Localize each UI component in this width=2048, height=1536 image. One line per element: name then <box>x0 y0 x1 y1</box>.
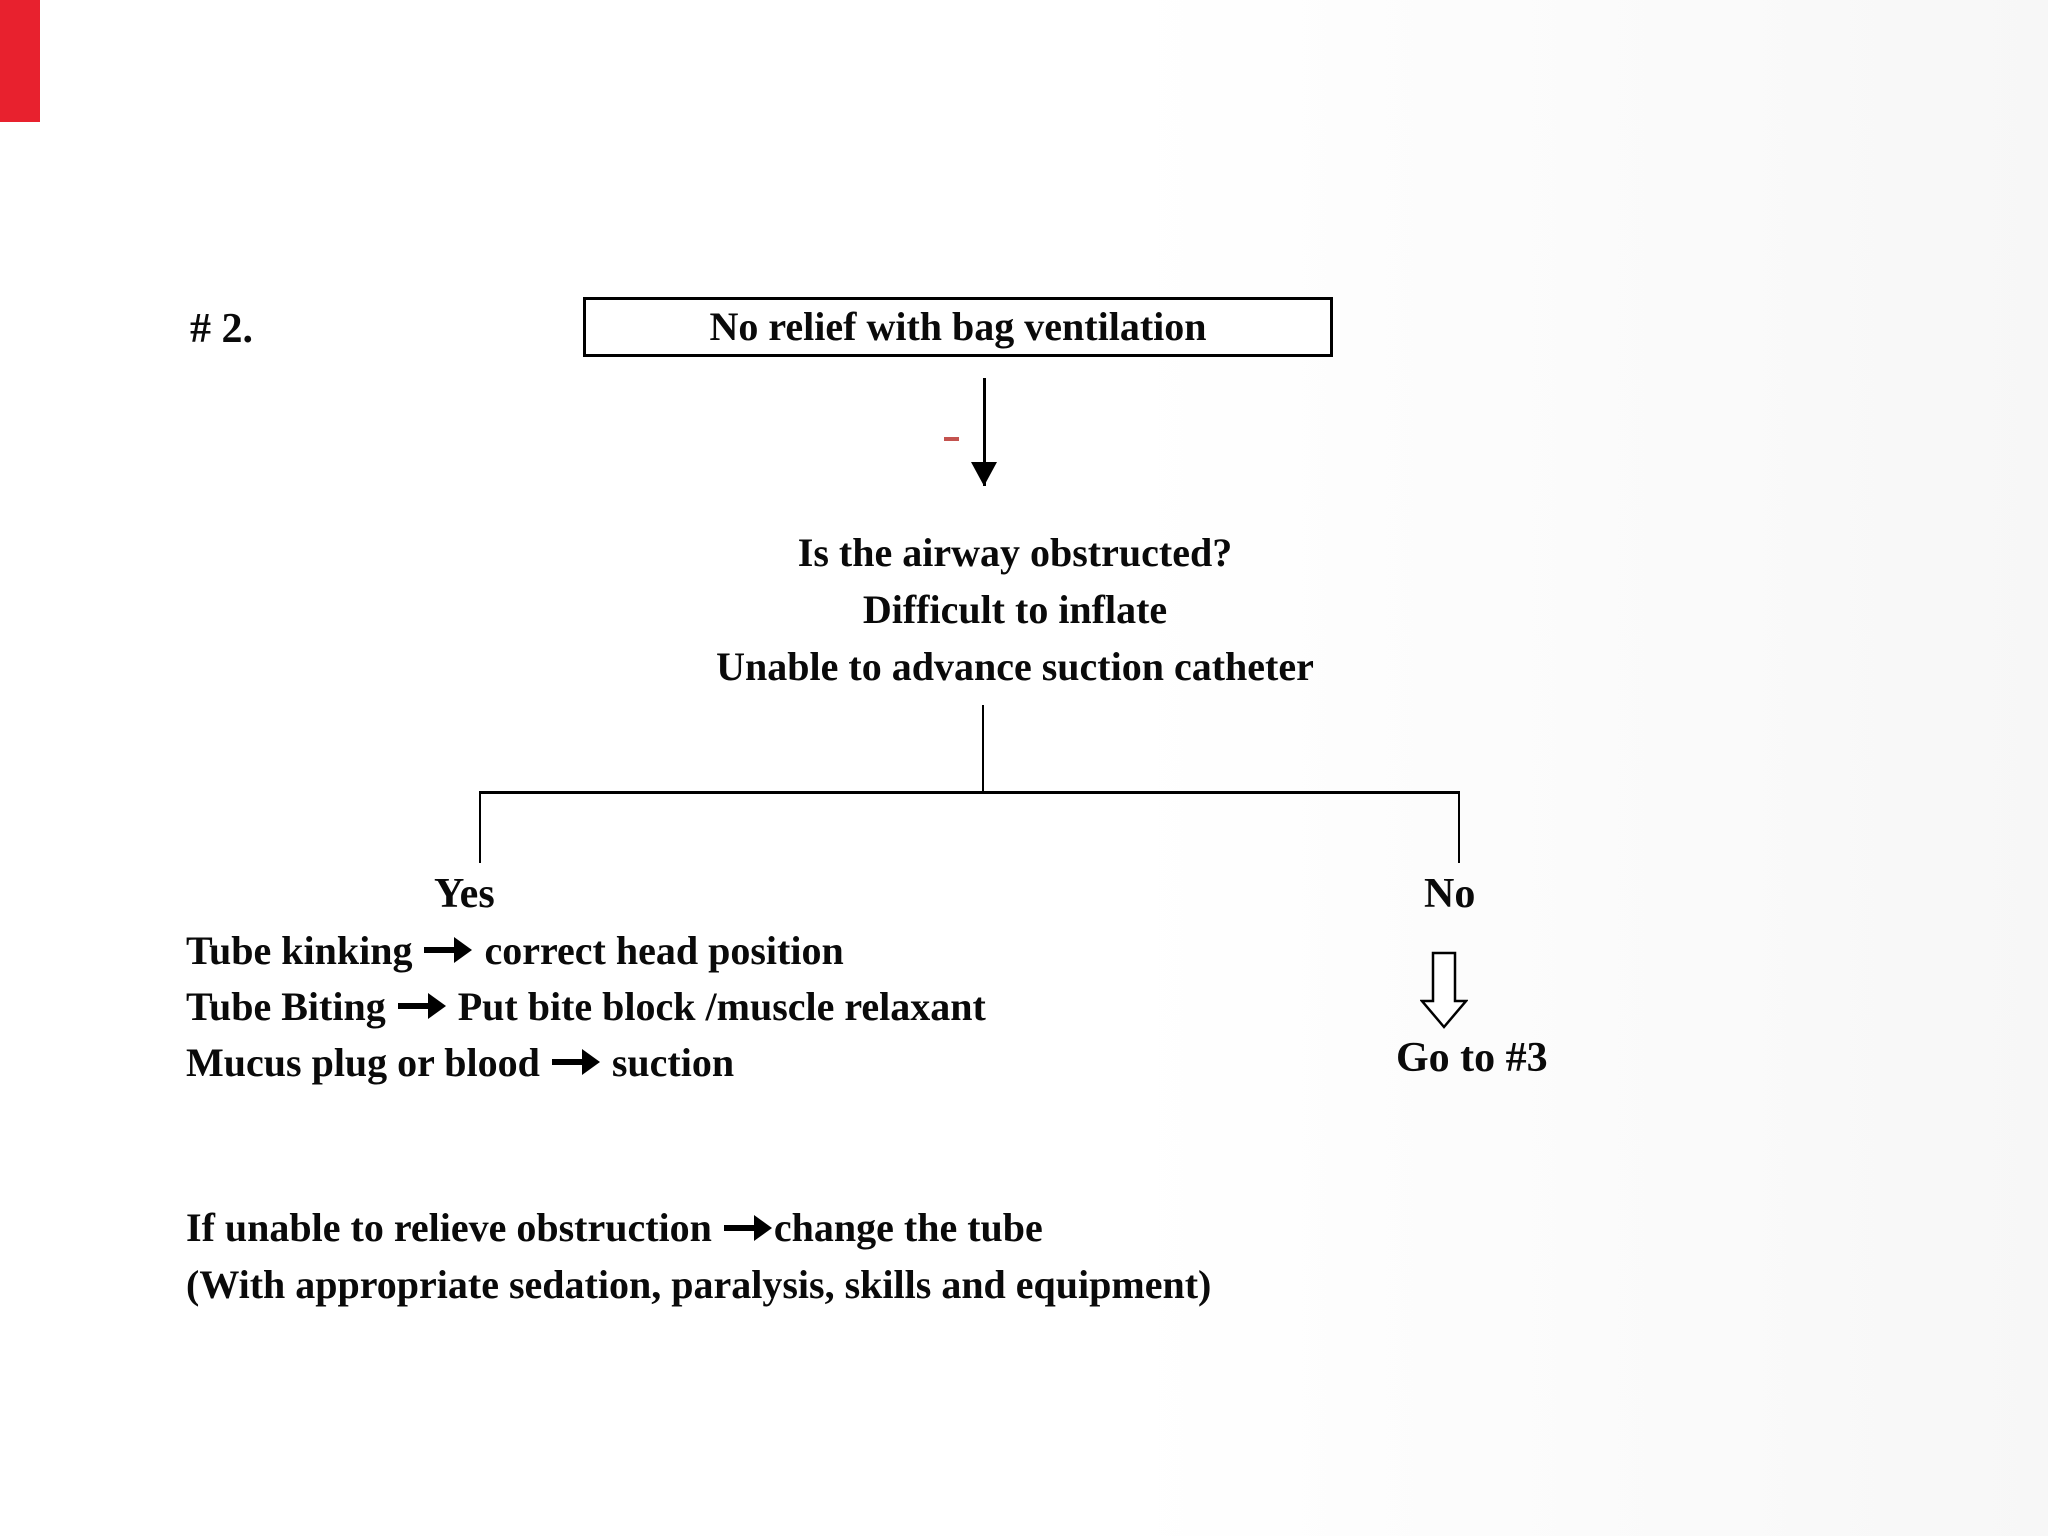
yes-item: Mucus plug or blood suction <box>186 1034 986 1090</box>
down-arrow-icon <box>971 378 999 510</box>
yes-item-cause: Tube kinking <box>186 927 413 973</box>
yes-item: Tube kinking correct head position <box>186 922 986 978</box>
question-line-3: Unable to advance suction catheter <box>716 644 1314 689</box>
no-label: No <box>1424 871 1476 917</box>
hollow-down-arrow-icon <box>1420 951 1468 1029</box>
question-line-1: Is the airway obstructed? <box>797 530 1233 575</box>
question-line-2: Difficult to inflate <box>862 587 1168 632</box>
yes-item-cause: Tube Biting <box>186 983 386 1029</box>
right-arrow-head <box>581 1049 600 1075</box>
right-arrow-icon <box>723 1214 772 1241</box>
down-arrow-shaft <box>983 378 986 486</box>
yes-item-action: correct head position <box>484 927 844 973</box>
figure-number: # 2. <box>190 306 253 352</box>
yes-item-action: Put bite block /muscle relaxant <box>457 983 986 1029</box>
branch-stem-line <box>982 705 984 793</box>
right-arrow-shaft <box>551 1059 586 1065</box>
right-arrow-shaft <box>424 947 459 953</box>
branch-right-line <box>1458 791 1460 863</box>
right-arrow-icon <box>424 937 473 963</box>
down-arrow-head <box>971 462 997 486</box>
right-arrow-head <box>753 1214 772 1241</box>
right-arrow-icon <box>397 993 446 1019</box>
yes-item-cause: Mucus plug or blood <box>186 1039 540 1085</box>
yes-label: Yes <box>434 871 495 917</box>
start-box: No relief with bag ventilation <box>583 297 1333 357</box>
footnote-line2: (With appropriate sedation, paralysis, s… <box>186 1262 1212 1307</box>
goto-step3-label: Go to #3 <box>1396 1035 1548 1081</box>
footnote-line1-after: change the tube <box>773 1205 1043 1250</box>
footnote: If unable to relieve obstruction change … <box>186 1199 1211 1313</box>
right-arrow-head <box>454 937 473 963</box>
right-arrow-shaft <box>723 1224 758 1231</box>
footnote-line1-before: If unable to relieve obstruction <box>186 1205 712 1250</box>
right-arrow-icon <box>551 1049 600 1075</box>
red-dash-mark <box>944 437 959 441</box>
question-text: Is the airway obstructed? Difficult to i… <box>665 524 1365 695</box>
right-arrow-head <box>427 993 446 1019</box>
yes-branch-list: Tube kinking correct head position Tube … <box>186 922 986 1090</box>
branch-left-line <box>479 791 481 863</box>
start-box-label: No relief with bag ventilation <box>709 304 1207 349</box>
yes-item-action: suction <box>611 1039 735 1085</box>
yes-item: Tube Biting Put bite block /muscle relax… <box>186 978 986 1034</box>
branch-horizontal-line <box>479 791 1460 794</box>
red-ribbon <box>0 0 40 122</box>
footnote-line1: If unable to relieve obstruction change … <box>186 1199 1211 1256</box>
right-arrow-shaft <box>397 1003 432 1009</box>
